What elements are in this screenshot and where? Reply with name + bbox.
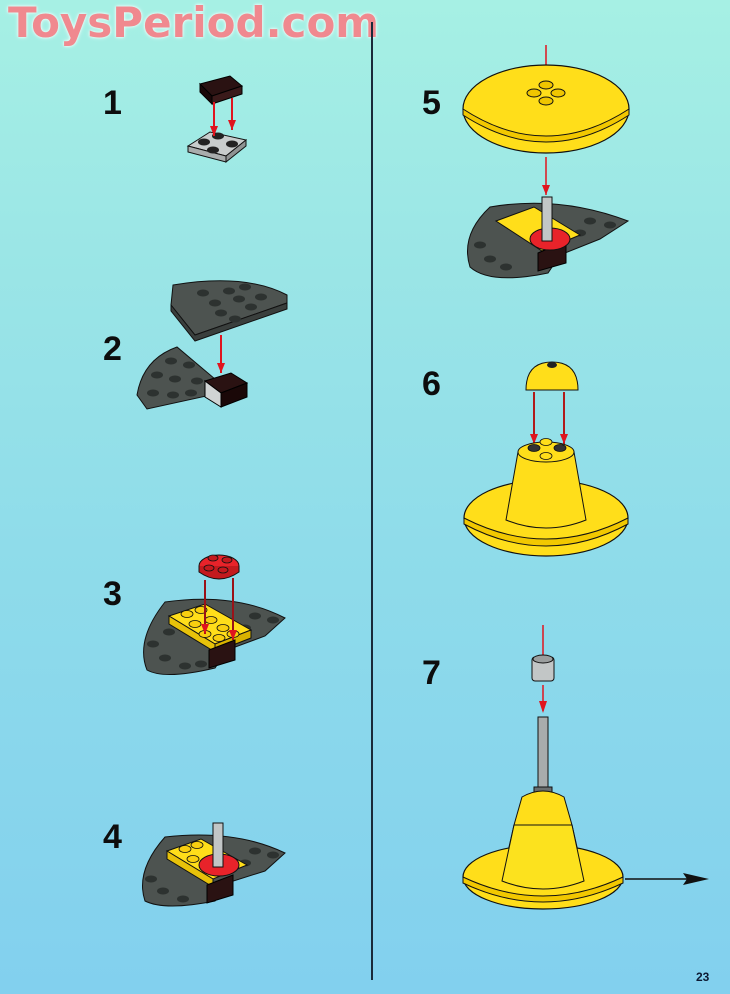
step-number-2: 2 (103, 330, 122, 368)
step-number-5: 5 (422, 84, 441, 122)
page-number: 23 (696, 970, 710, 984)
watermark: ToysPeriod.com (8, 0, 380, 47)
step-4-illustration (142, 822, 286, 907)
step-number-6: 6 (422, 365, 441, 403)
step-number-1: 1 (103, 84, 122, 122)
arrow-right-icon[interactable] (625, 870, 715, 890)
step-2-illustration (136, 280, 288, 410)
step-5-illustration (462, 45, 630, 279)
column-divider (371, 22, 373, 980)
step-number-3: 3 (103, 575, 122, 613)
step-number-7: 7 (422, 654, 441, 692)
step-6-illustration (463, 361, 629, 557)
step-7-illustration (462, 625, 624, 910)
step-1-illustration (186, 75, 248, 164)
step-number-4: 4 (103, 818, 122, 856)
step-3-illustration (143, 554, 286, 676)
